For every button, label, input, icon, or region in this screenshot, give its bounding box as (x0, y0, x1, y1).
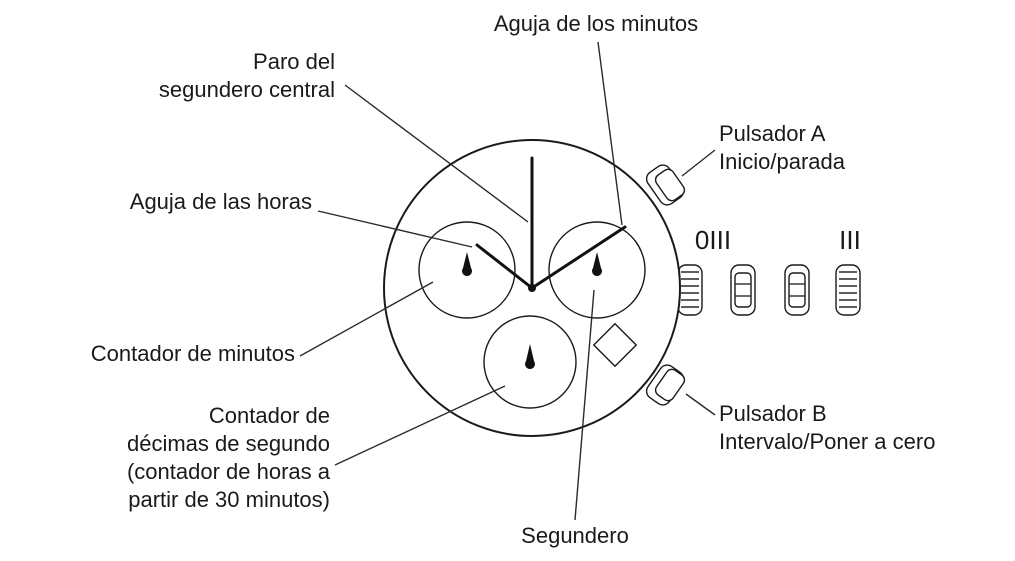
leader-central-second-stop (344, 84, 529, 223)
crown-marker-left: 0III (683, 226, 743, 254)
label-button-a-line1: Pulsador A (719, 121, 826, 146)
crown-marker-right: III (820, 226, 880, 254)
label-minute-hand-text: Aguja de los minutos (493, 11, 699, 36)
pusher-a (645, 164, 686, 206)
label-hour-hand-text: Aguja de las horas (129, 189, 312, 214)
label-tenths-counter-line4: partir de 30 minutos) (128, 487, 330, 512)
label-central-second-stop-line2: segundero central (158, 77, 335, 102)
label-button-a-line2: Inicio/parada (719, 149, 845, 174)
tenths-counter-hand (525, 344, 535, 369)
seconds-subdial-hand (592, 252, 602, 276)
date-window (592, 322, 638, 368)
crown-position-0 (677, 264, 703, 316)
hour-hand (475, 243, 534, 290)
label-hour-hand: Aguja de las horas (30, 188, 312, 216)
leader-hour-hand (317, 210, 473, 248)
leader-minute-counter (299, 281, 434, 357)
label-button-a: Pulsador A Inicio/parada (719, 120, 959, 176)
center-pivot (528, 284, 536, 292)
label-button-b: Pulsador B Intervalo/Poner a cero (719, 400, 1009, 456)
leader-tenths-counter (334, 385, 506, 466)
crown-position-3 (835, 264, 861, 316)
leader-seconds-hand (574, 289, 595, 521)
label-tenths-counter-line1: Contador de (208, 403, 330, 428)
label-central-second-stop: Paro del segundero central (80, 48, 335, 104)
label-seconds-hand: Segundero (480, 522, 670, 550)
crown-marker-left-text: 0III (694, 225, 732, 255)
label-minute-hand: Aguja de los minutos (446, 10, 746, 38)
label-tenths-counter-line3: (contador de horas a (126, 459, 330, 484)
label-button-b-line1: Pulsador B (719, 401, 827, 426)
label-seconds-hand-text: Segundero (521, 523, 629, 548)
minute-hand (530, 225, 627, 290)
crown-position-2 (784, 264, 810, 316)
label-minute-counter-text: Contador de minutos (90, 341, 295, 366)
label-button-b-line2: Intervalo/Poner a cero (719, 429, 936, 454)
label-minute-counter: Contador de minutos (5, 340, 295, 368)
leader-button-b (685, 393, 716, 416)
label-tenths-counter-line2: décimas de segundo (126, 431, 330, 456)
minute-counter-hand (462, 252, 472, 276)
leader-button-a (681, 149, 716, 177)
label-central-second-stop-line1: Paro del (253, 49, 335, 74)
leader-minute-hand (597, 41, 623, 226)
label-tenths-counter: Contador de décimas de segundo (contador… (60, 402, 330, 514)
pusher-b (645, 364, 686, 406)
crown-position-1 (730, 264, 756, 316)
crown-marker-right-text: III (839, 225, 861, 255)
